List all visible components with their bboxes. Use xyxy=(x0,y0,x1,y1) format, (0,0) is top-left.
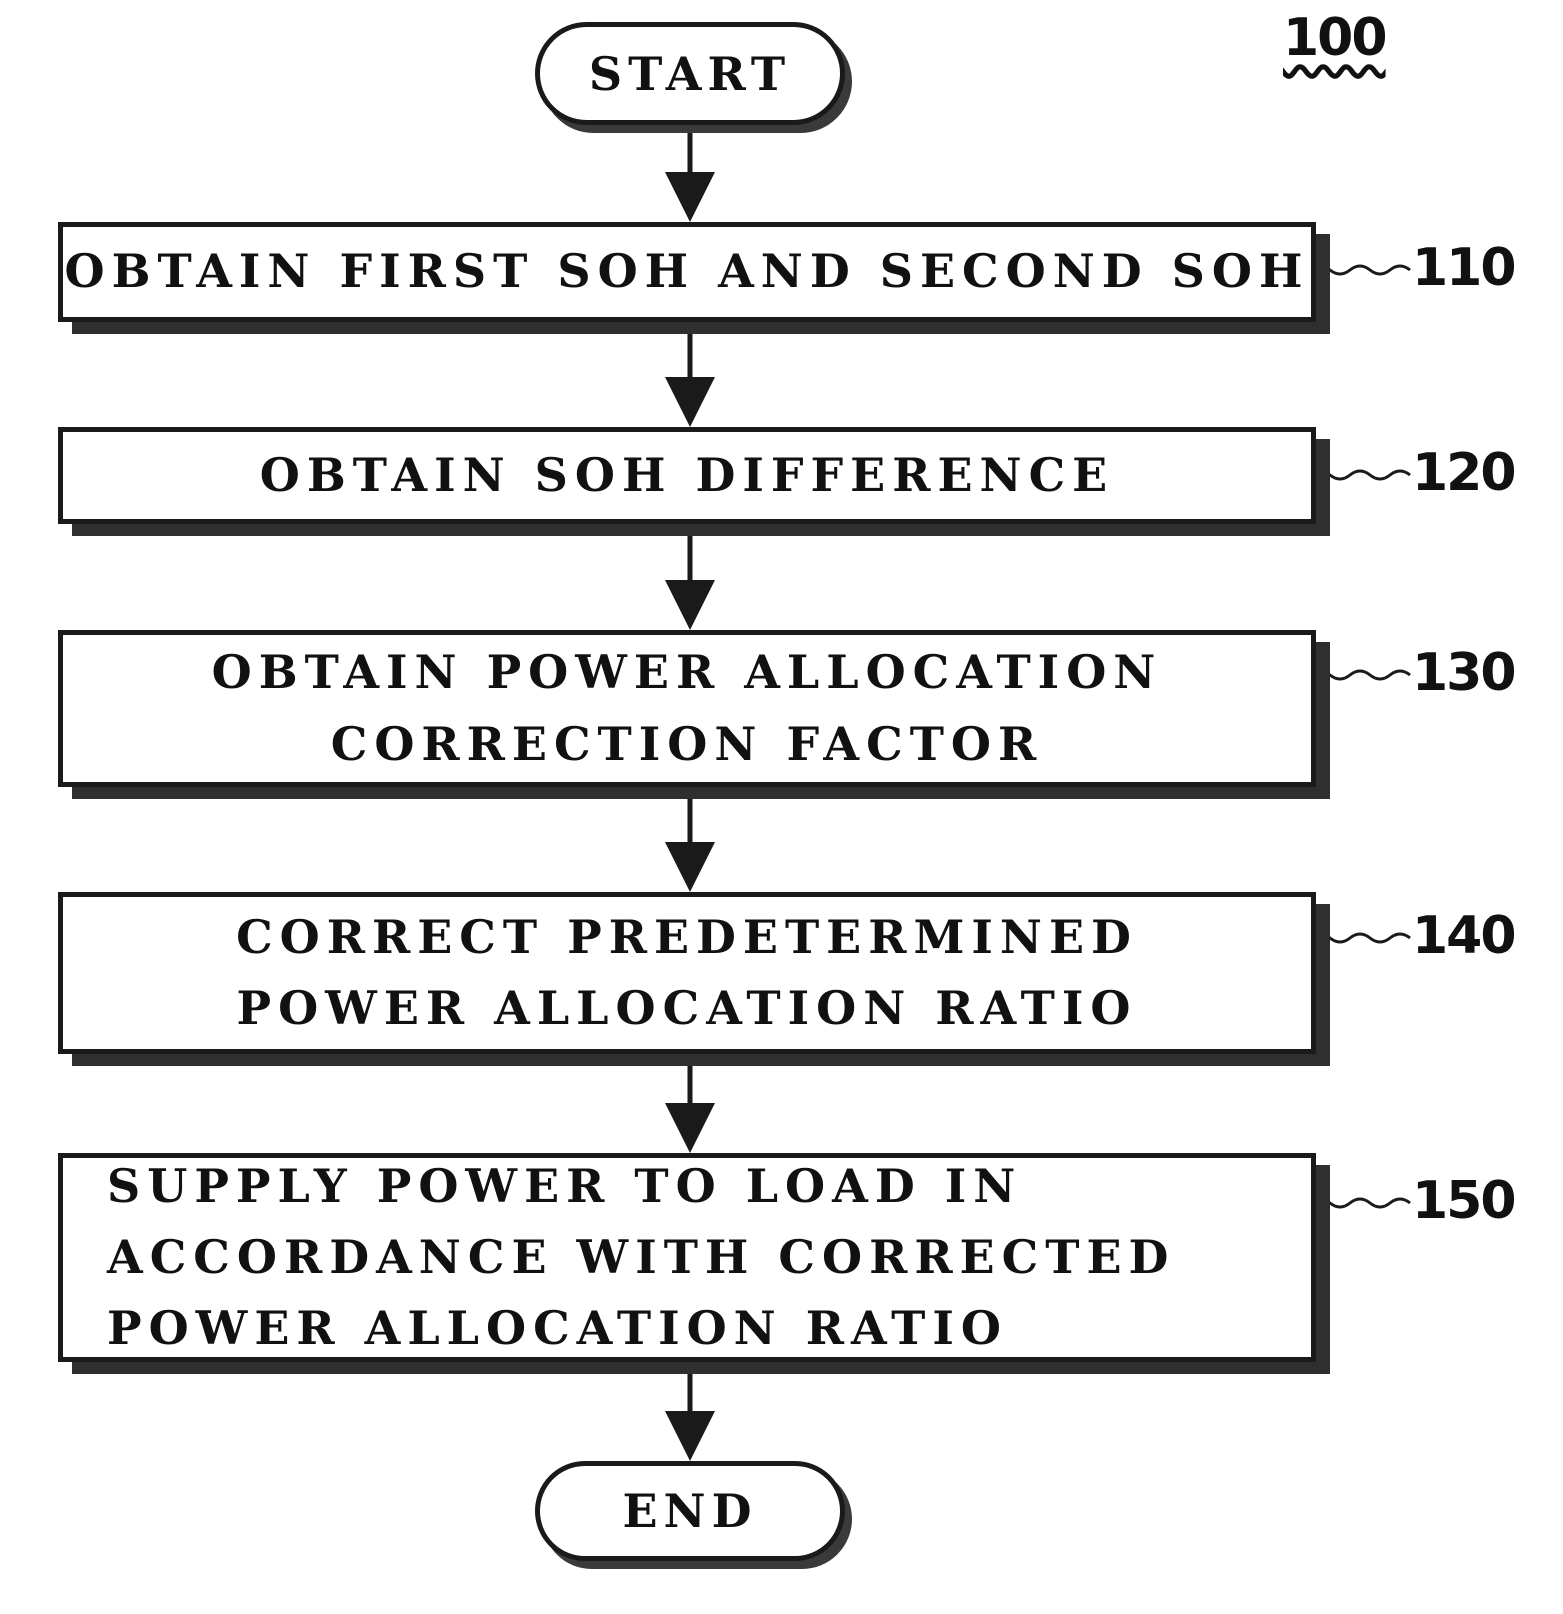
step-120-box: OBTAIN SOH DIFFERENCE xyxy=(58,427,1316,524)
step-140-ref: 140 xyxy=(1412,906,1515,966)
step-150-box: SUPPLY POWER TO LOAD IN ACCORDANCE WITH … xyxy=(58,1153,1316,1362)
leader-150 xyxy=(1310,1199,1410,1207)
start-terminal: START xyxy=(535,22,845,125)
leader-120 xyxy=(1310,471,1410,479)
step-150-line-3: POWER ALLOCATION RATIO xyxy=(107,1293,1008,1364)
step-120-ref: 120 xyxy=(1412,443,1515,503)
leader-140 xyxy=(1310,934,1410,942)
step-110-ref: 110 xyxy=(1412,238,1515,298)
step-130-line-1: OBTAIN POWER ALLOCATION xyxy=(212,637,1163,708)
step-120-line-1: OBTAIN SOH DIFFERENCE xyxy=(260,440,1115,511)
end-terminal: END xyxy=(535,1461,845,1561)
step-110-line-1: OBTAIN FIRST SOH AND SECOND SOH xyxy=(65,236,1310,307)
leader-130 xyxy=(1310,671,1410,679)
step-110-box: OBTAIN FIRST SOH AND SECOND SOH xyxy=(58,222,1316,322)
step-140-line-2: POWER ALLOCATION RATIO xyxy=(237,973,1138,1044)
step-140-line-1: CORRECT PREDETERMINED xyxy=(236,902,1138,973)
step-150-line-2: ACCORDANCE WITH CORRECTED xyxy=(107,1222,1175,1293)
step-130-box: OBTAIN POWER ALLOCATION CORRECTION FACTO… xyxy=(58,630,1316,787)
step-150-line-1: SUPPLY POWER TO LOAD IN xyxy=(107,1151,1022,1222)
step-130-line-2: CORRECTION FACTOR xyxy=(331,709,1044,780)
step-130-ref: 130 xyxy=(1412,643,1515,703)
step-150-ref: 150 xyxy=(1412,1171,1515,1231)
leader-110 xyxy=(1310,266,1410,274)
figure-reference-label: 100 xyxy=(1283,8,1386,68)
step-140-box: CORRECT PREDETERMINED POWER ALLOCATION R… xyxy=(58,892,1316,1054)
